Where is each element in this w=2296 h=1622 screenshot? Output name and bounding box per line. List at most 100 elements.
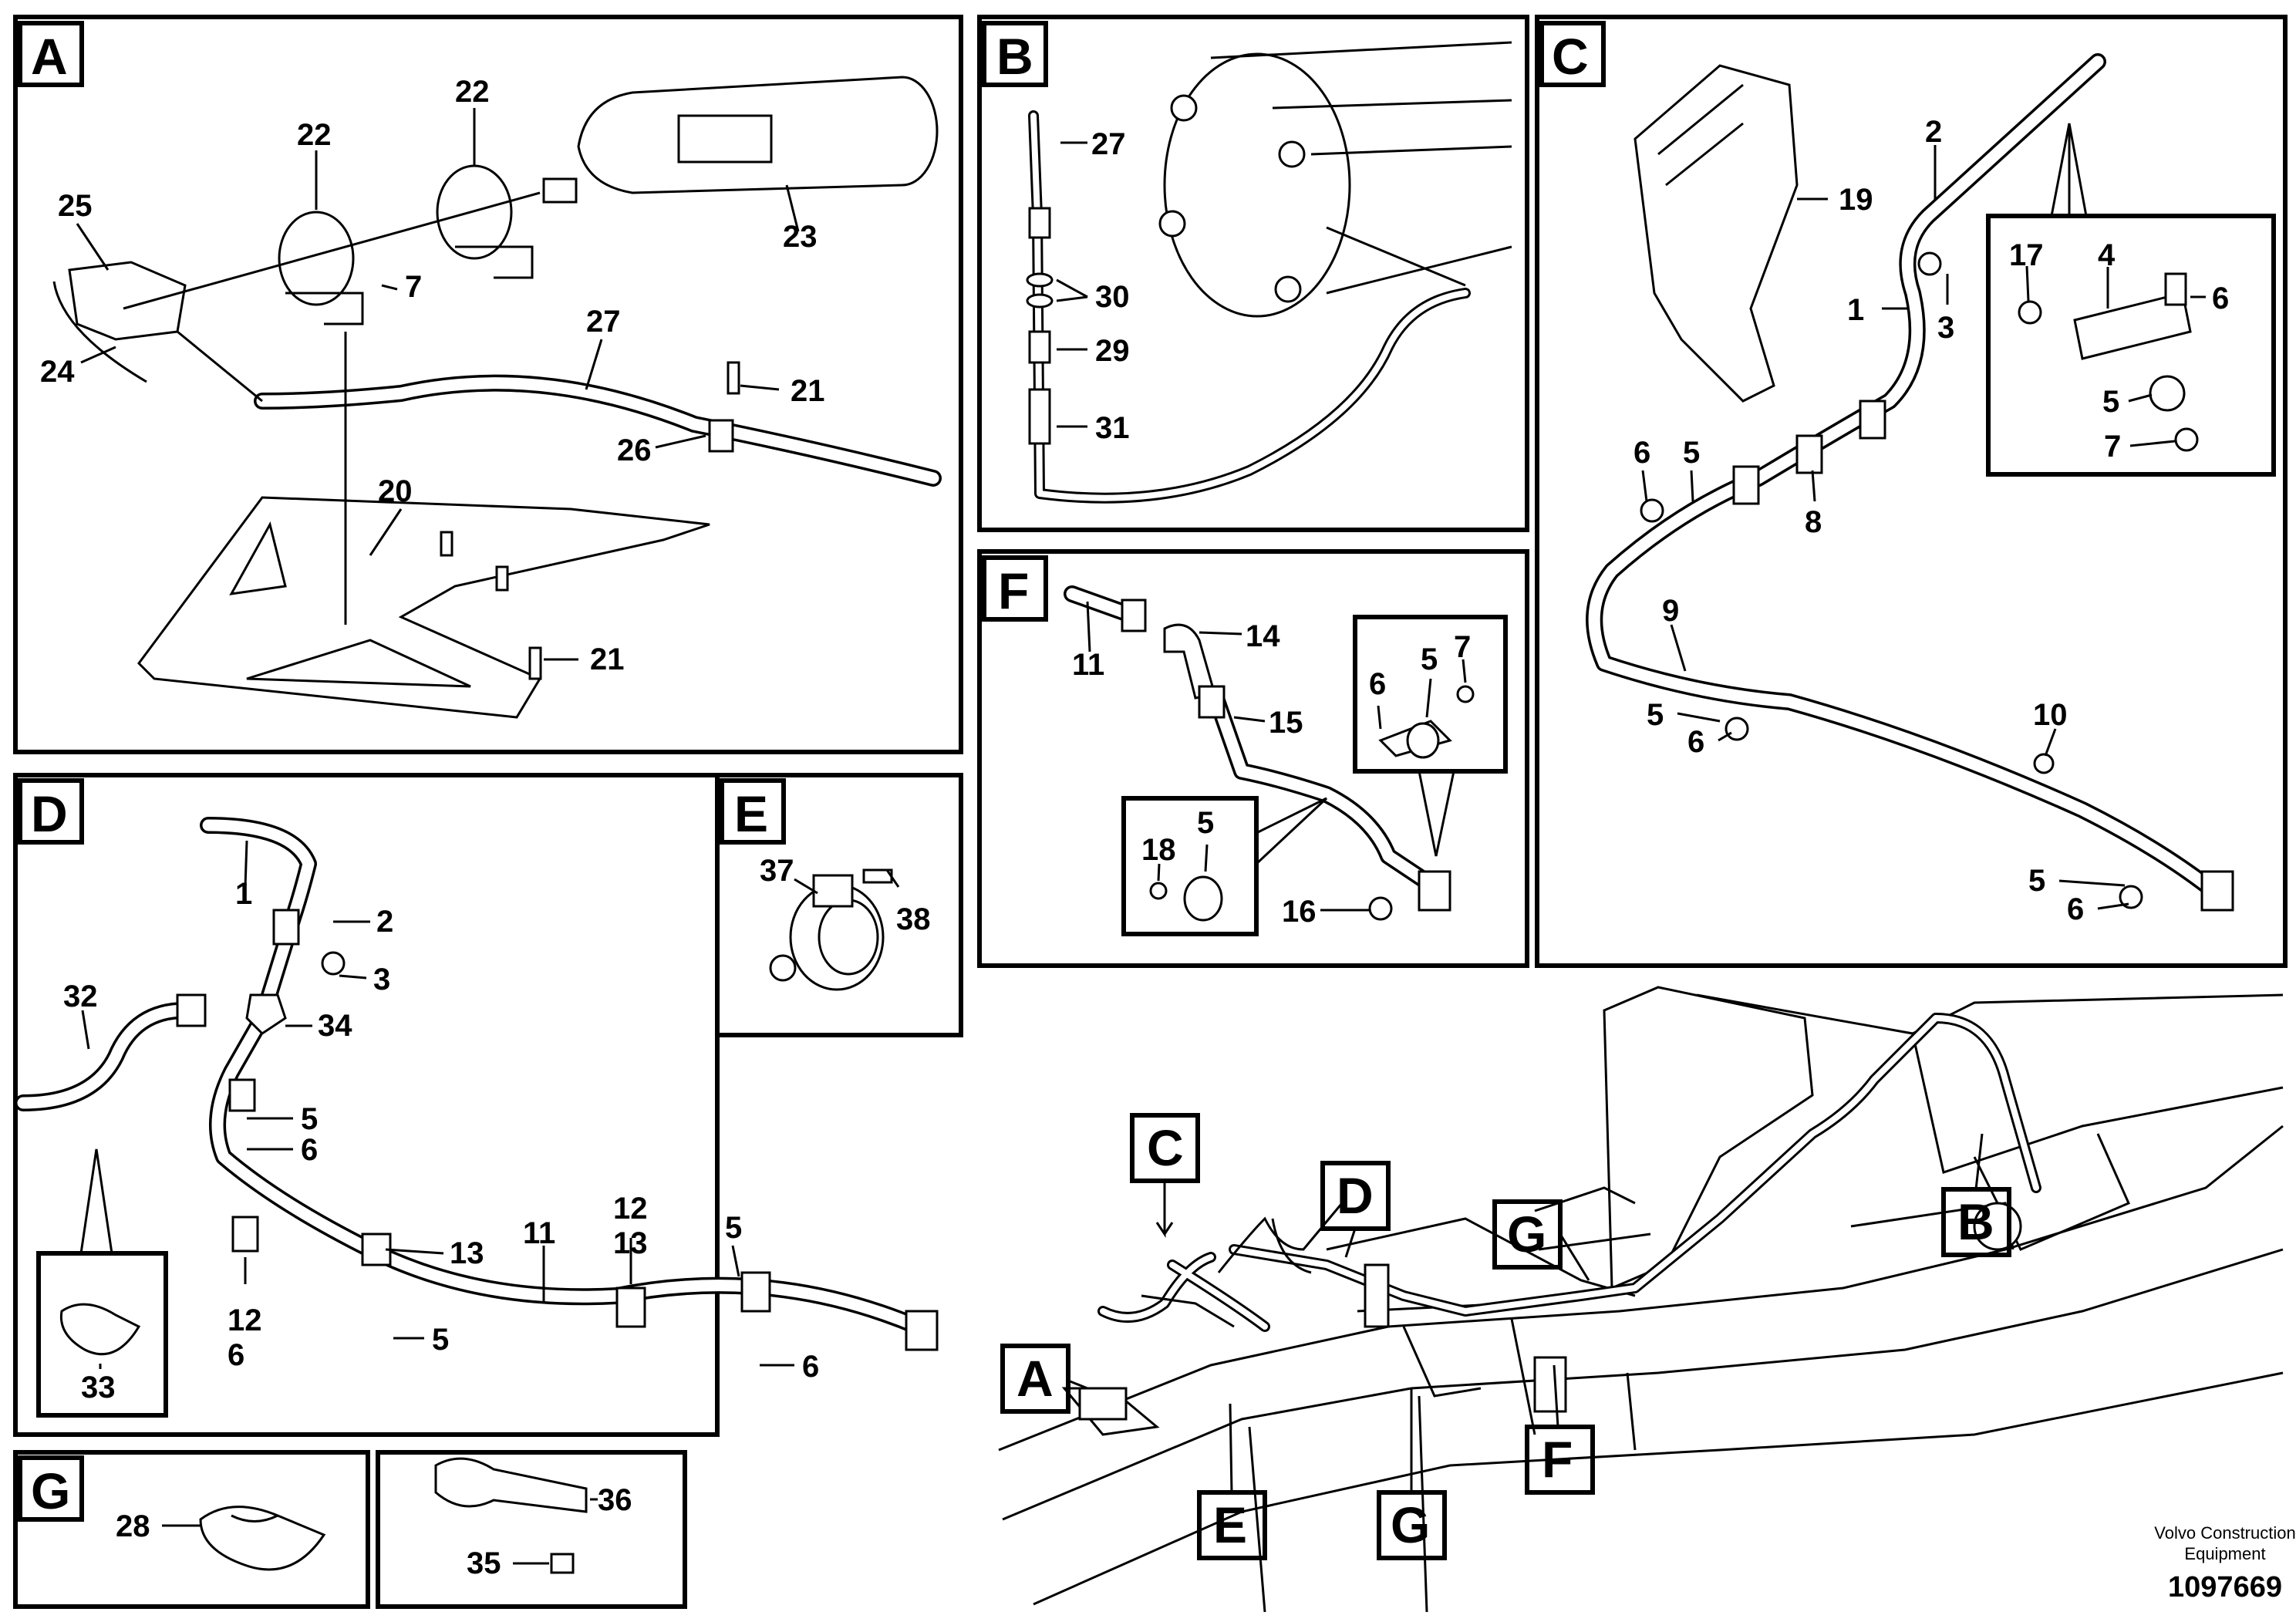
panel-a: A 22 xyxy=(13,15,963,754)
part-number-label: 37 xyxy=(760,854,794,888)
part-number-label: 2 xyxy=(1925,115,1942,149)
callout-letter: G xyxy=(1391,1496,1430,1553)
part-number-label: 6 xyxy=(228,1338,244,1372)
part-number-label: 6 xyxy=(1687,725,1704,759)
brand-line-1: Volvo Construction xyxy=(2154,1523,2295,1543)
part-number-label: 14 xyxy=(1246,619,1280,653)
panel-d-letter-box xyxy=(18,778,84,845)
part-number-label: 24 xyxy=(40,355,75,389)
part-number-label: 5 xyxy=(432,1323,449,1357)
document-number: 1097669 xyxy=(2168,1571,2282,1603)
part-number-label: 8 xyxy=(1805,505,1822,539)
part-number-label: 7 xyxy=(1454,630,1471,664)
part-number-label: 25 xyxy=(58,189,93,223)
callout-box xyxy=(1320,1161,1391,1231)
part-number-label: 4 xyxy=(2098,238,2116,272)
cable-clip xyxy=(199,1506,326,1571)
panel-e-letter: E xyxy=(734,785,768,842)
part-number-label: 5 xyxy=(1683,436,1700,470)
callout-letter: D xyxy=(1337,1167,1374,1224)
mounting-clamp xyxy=(278,211,355,306)
chassis-frame xyxy=(998,1125,2284,1452)
callout-letter: G xyxy=(1507,1206,1546,1263)
part-number-label: 10 xyxy=(2033,698,2068,732)
part-number-label: 12 xyxy=(228,1303,262,1337)
detail-inset xyxy=(36,1251,168,1418)
callout-box xyxy=(1197,1490,1267,1560)
tank-end-cap xyxy=(1163,52,1351,318)
part-number-label: 5 xyxy=(725,1211,742,1245)
part-number-label: 22 xyxy=(297,118,332,152)
callout-letter: E xyxy=(1213,1496,1247,1553)
part-number-label: 5 xyxy=(1197,806,1214,840)
panel-g: G 28 xyxy=(13,1450,370,1609)
detail-inset xyxy=(1121,796,1259,936)
part-number-label: 26 xyxy=(617,433,652,467)
panel-d: D 1 2 3 3 xyxy=(13,773,939,1437)
mounting-bracket xyxy=(137,496,710,719)
panel-f-letter-box xyxy=(982,555,1048,622)
part-number-label: 11 xyxy=(523,1216,555,1250)
panel-d-letter: D xyxy=(31,785,68,842)
part-number-label: 1 xyxy=(1847,293,1864,327)
hose-routing xyxy=(1097,1013,2041,1332)
part-number-label: 33 xyxy=(81,1371,116,1404)
callout-letter: F xyxy=(1542,1431,1573,1488)
part-number-label: 15 xyxy=(1269,706,1303,740)
panel-c: C xyxy=(1535,15,2288,968)
panel-c-letter: C xyxy=(1552,28,1589,85)
callout-box xyxy=(1525,1425,1595,1495)
part-number-label: 6 xyxy=(802,1350,819,1384)
part-number-label: 21 xyxy=(590,642,625,676)
detail-inset xyxy=(1353,615,1508,774)
part-number-label: 6 xyxy=(1633,436,1650,470)
panel-e: E 37 38 xyxy=(715,773,963,1037)
part-number-label: 32 xyxy=(63,980,98,1013)
panel-g-letter-box xyxy=(18,1455,84,1522)
cable-tie xyxy=(434,1457,588,1513)
part-number-label: 6 xyxy=(301,1133,318,1167)
part-number-label: 30 xyxy=(1095,280,1130,314)
part-number-label: 7 xyxy=(2104,430,2121,464)
panel-f: F 11 14 15 7 6 5 18 5 xyxy=(977,549,1529,968)
panel-a-letter: A xyxy=(31,28,68,85)
part-number-label: 6 xyxy=(2067,892,2084,926)
callout-letter: A xyxy=(1017,1350,1054,1407)
part-number-label: 36 xyxy=(598,1483,632,1517)
part-number-label: 31 xyxy=(1095,411,1130,445)
panel-f-letter: F xyxy=(998,562,1029,619)
part-number-label: 27 xyxy=(1091,127,1126,161)
part-number-label: 38 xyxy=(896,902,931,936)
part-number-label: 7 xyxy=(405,270,422,304)
panel-e-letter-box xyxy=(720,778,786,845)
valve-assembly xyxy=(68,261,187,341)
part-number-label: 22 xyxy=(455,75,490,109)
part-number-label: 3 xyxy=(373,963,390,996)
part-number-label: 19 xyxy=(1839,183,1873,217)
panel-b-letter: B xyxy=(996,28,1033,85)
callout-letter: B xyxy=(1957,1193,1994,1250)
panel-g-letter: G xyxy=(31,1462,70,1519)
brand-line-2: Equipment xyxy=(2184,1544,2265,1563)
part-number-label: 6 xyxy=(2212,282,2229,315)
part-number-label: 5 xyxy=(1421,642,1438,676)
part-number-label: 27 xyxy=(586,305,621,339)
elbow-fitting xyxy=(1163,623,1216,700)
part-number-label: 29 xyxy=(1095,334,1130,368)
part-number-label: 28 xyxy=(116,1509,150,1543)
part-number-label: 1 xyxy=(235,877,252,911)
part-number-label: 5 xyxy=(2028,864,2045,898)
part-number-label: 20 xyxy=(378,474,413,508)
part-number-label: 34 xyxy=(318,1009,352,1043)
document-footer: Volvo Construction Equipment 1097669 xyxy=(2154,1523,2295,1603)
part-number-label: 2 xyxy=(376,905,393,939)
machine-overview: C D G B A E G F xyxy=(998,986,2284,1613)
part-number-label: 6 xyxy=(1369,667,1386,701)
part-number-label: 9 xyxy=(1662,594,1679,628)
part-number-label: 11 xyxy=(1072,648,1104,682)
panel-cable-tie: 36 35 xyxy=(376,1450,687,1609)
hose xyxy=(15,1002,194,1111)
tee-fitting xyxy=(245,993,287,1035)
part-number-label: 5 xyxy=(1647,698,1664,732)
